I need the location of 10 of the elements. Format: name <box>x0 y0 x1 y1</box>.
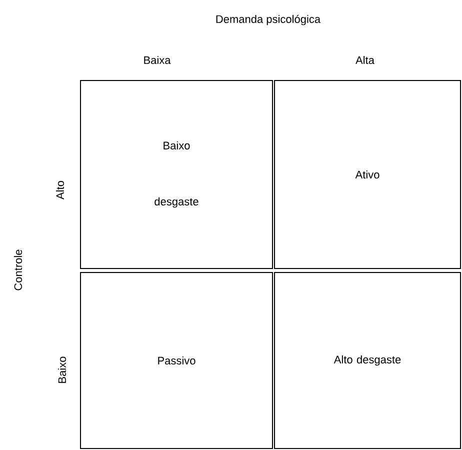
axis-label: Baixo <box>58 356 66 383</box>
quadrant-box: Alto desgaste <box>274 272 461 449</box>
axis-label: Alta <box>356 56 374 64</box>
axis-title: Controle <box>14 250 22 290</box>
axis-title: Demanda psicológica <box>216 14 321 26</box>
quadrant-box: Passivo <box>80 272 273 449</box>
quadrant-box: Baixo desgaste <box>80 80 273 269</box>
quadrant-box: Ativo <box>274 80 461 269</box>
axis-label: Baixa <box>144 56 171 64</box>
axis-label: Alto <box>56 181 64 200</box>
